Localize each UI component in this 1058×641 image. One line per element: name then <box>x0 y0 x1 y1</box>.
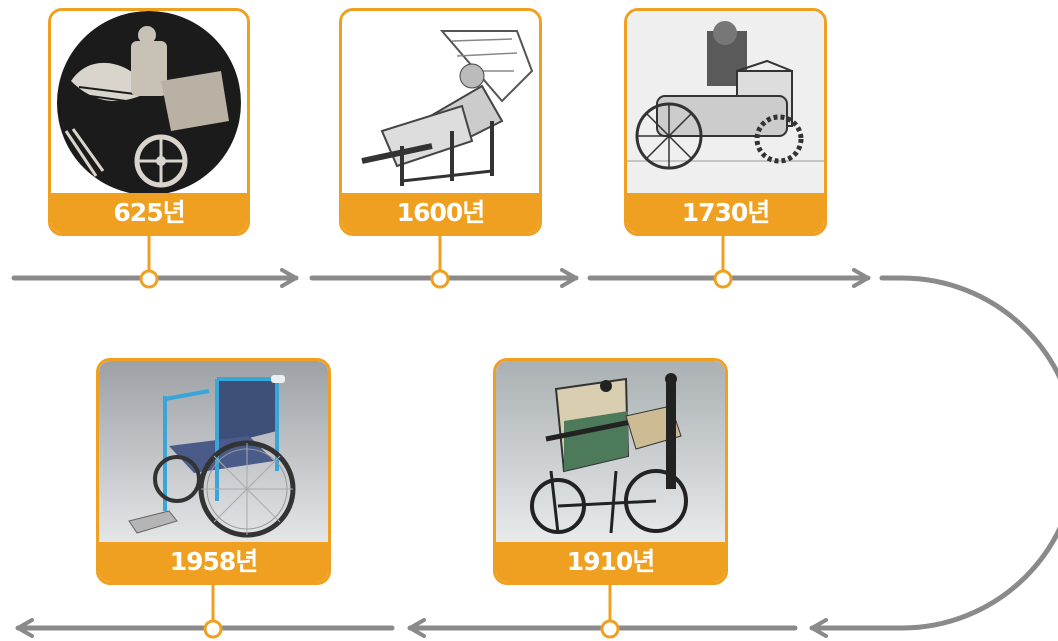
timeline-marker <box>139 269 159 289</box>
year-label: 1600년 <box>342 193 539 233</box>
ancient-chariot-image <box>51 11 247 193</box>
blue-wheelchair-image <box>99 361 328 542</box>
timeline-card-625: 625년 <box>48 8 250 236</box>
year-label: 625년 <box>51 193 247 233</box>
timeline-card-1910: 1910년 <box>493 358 728 585</box>
timeline-marker <box>430 269 450 289</box>
green-wheelchair-image <box>496 361 725 542</box>
timeline-card-1958: 1958년 <box>96 358 331 585</box>
wheeled-chair-image <box>627 11 824 193</box>
timeline-marker <box>713 269 733 289</box>
timeline-card-1600: 1600년 <box>339 8 542 236</box>
timeline-marker <box>600 619 620 639</box>
year-label: 1910년 <box>496 542 725 582</box>
timeline-curve <box>809 275 1058 638</box>
year-label: 1730년 <box>627 193 824 233</box>
year-label: 1958년 <box>99 542 328 582</box>
reclining-chair-image <box>342 11 539 193</box>
timeline-card-1730: 1730년 <box>624 8 827 236</box>
timeline-marker <box>203 619 223 639</box>
